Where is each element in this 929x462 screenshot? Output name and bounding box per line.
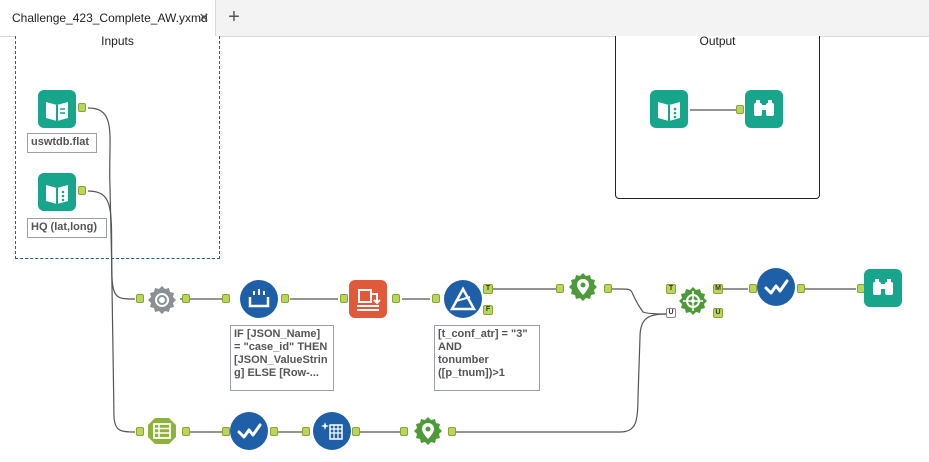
output-anchor[interactable] [797,284,805,293]
input-anchor[interactable] [136,294,144,303]
text-to-columns-tool[interactable] [313,412,351,450]
connection-wires [87,107,856,433]
input-anchor[interactable] [302,427,310,436]
plus-icon[interactable]: + [228,6,240,28]
output-anchor[interactable] [604,284,612,293]
browse-tool-1[interactable] [864,269,902,307]
output-container[interactable]: Output [615,34,820,199]
input-anchor[interactable] [432,294,440,303]
input-data-tool-2[interactable] [38,173,76,211]
wire-input2-autofield [87,190,136,433]
select-icon [237,423,262,439]
create-points-icon [414,417,442,445]
output-anchor[interactable] [78,186,86,195]
formula-line-4: g] ELSE [Row-... [234,367,319,379]
annotation-input1: uswtdb.flat [27,133,97,153]
formula-line-2: = "case_id" THEN [234,341,328,353]
formula-line-3: [JSON_ValueStrin [234,354,328,366]
browse-icon [873,279,893,295]
input-data-icon [658,102,680,121]
filter-line-2: AND [438,341,462,353]
output-anchor[interactable] [392,294,400,303]
input-anchor[interactable] [400,427,408,436]
auto-field-tool[interactable] [143,412,181,450]
find-nearest-tool[interactable] [674,282,712,320]
output-anchor[interactable] [78,103,86,112]
browse-tool-output[interactable] [745,90,783,128]
workflow-canvas[interactable]: Inputs Output uswtdb.fl [0,34,929,462]
formula-line-1: IF [JSON_Name] [234,328,321,340]
output-anchor[interactable] [182,294,190,303]
filter-line-4: ([p_tnum])>1 [438,367,505,379]
create-points-icon [569,273,597,301]
crosstab-icon [357,289,381,311]
json-parse-icon [148,286,176,314]
create-points-tool-2[interactable] [409,412,447,450]
output-anchor[interactable] [182,427,190,436]
annotation-formula: IF [JSON_Name] = "case_id" THEN [JSON_Va… [230,325,334,391]
input-anchor[interactable] [340,294,348,303]
input-data-icon [46,185,68,204]
browse-icon [754,100,774,116]
filter-line-3: tonumber [438,354,489,366]
input-data-icon [46,102,68,121]
universe-anchor[interactable]: U [666,308,676,318]
workflow-tab[interactable]: Challenge_423_Complete_AW.yxmd ✕ [0,0,216,36]
input-data-tool-output[interactable] [650,90,688,128]
input-anchor[interactable] [222,294,230,303]
match-anchor[interactable]: M [713,284,723,294]
annotation-input2: HQ (lat,long) [27,218,107,238]
tab-bar: Challenge_423_Complete_AW.yxmd ✕ + [0,0,929,37]
output-container-title: Output [699,34,736,48]
output-anchor[interactable] [270,427,278,436]
filter-line-1: [t_conf_atr] = "3" [438,328,528,340]
unmatched-anchor[interactable]: U [713,308,723,318]
input-anchor[interactable] [736,105,744,114]
true-anchor[interactable]: T [483,284,493,294]
auto-field-icon [148,418,176,444]
create-points-tool-1[interactable] [564,268,602,306]
input-anchor[interactable] [222,427,230,436]
false-anchor[interactable]: F [483,305,493,315]
filter-icon [449,286,477,311]
target-anchor[interactable]: T [666,284,676,294]
select-tool-1[interactable] [757,268,795,306]
input-anchor[interactable] [556,284,564,293]
json-parse-tool[interactable] [143,281,181,319]
crosstab-tool[interactable] [349,280,387,318]
close-icon[interactable]: ✕ [198,10,210,25]
tab-title: Challenge_423_Complete_AW.yxmd [12,11,208,25]
output-anchor[interactable] [448,427,456,436]
wire-input1-json [87,107,136,300]
find-nearest-icon [679,287,707,315]
input-anchor[interactable] [749,284,757,293]
output-anchor[interactable] [352,427,360,436]
input-anchor[interactable] [136,427,144,436]
output-anchor[interactable] [281,294,289,303]
annotation-filter: [t_conf_atr] = "3" AND tonumber ([p_tnum… [434,325,540,391]
input-data-tool-1[interactable] [38,90,76,128]
text-to-columns-icon [321,422,343,440]
multi-row-formula-icon [248,289,270,308]
select-icon [764,279,789,295]
multi-row-formula-tool[interactable] [240,280,278,318]
inputs-container-title: Inputs [101,34,134,48]
select-tool-2[interactable] [230,412,268,450]
filter-tool[interactable] [444,280,482,318]
